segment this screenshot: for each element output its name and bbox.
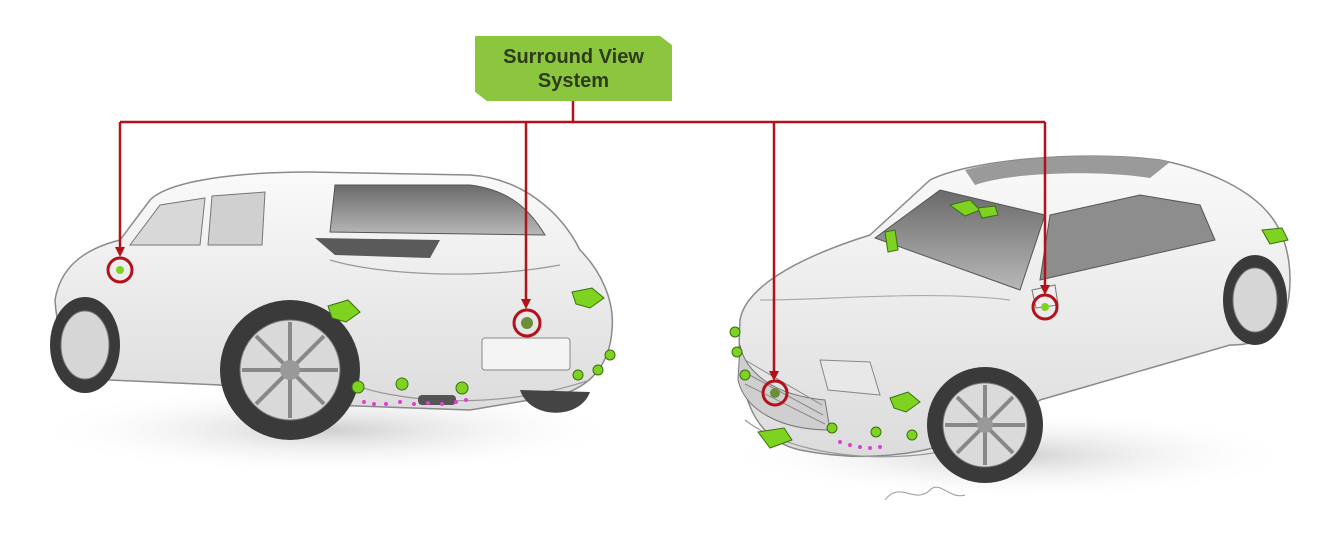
connector-lines [115, 100, 1050, 381]
artist-signature [884, 486, 966, 501]
car-front-view [720, 155, 1300, 500]
camera-left-mirror-marker [106, 256, 134, 284]
camera-right-mirror-marker [1031, 293, 1059, 321]
surround-view-label-text: Surround View System [503, 45, 644, 92]
camera-markers [106, 256, 1059, 407]
park-dots-rear [362, 398, 468, 406]
surround-view-label: Surround View System [475, 36, 672, 101]
sensors-front-car [729, 199, 1289, 449]
car-rear-view [30, 171, 630, 475]
sensors-rear-car [327, 287, 616, 395]
park-dots-front [838, 440, 882, 450]
camera-front-marker [761, 379, 789, 407]
camera-rear-marker [512, 308, 542, 338]
